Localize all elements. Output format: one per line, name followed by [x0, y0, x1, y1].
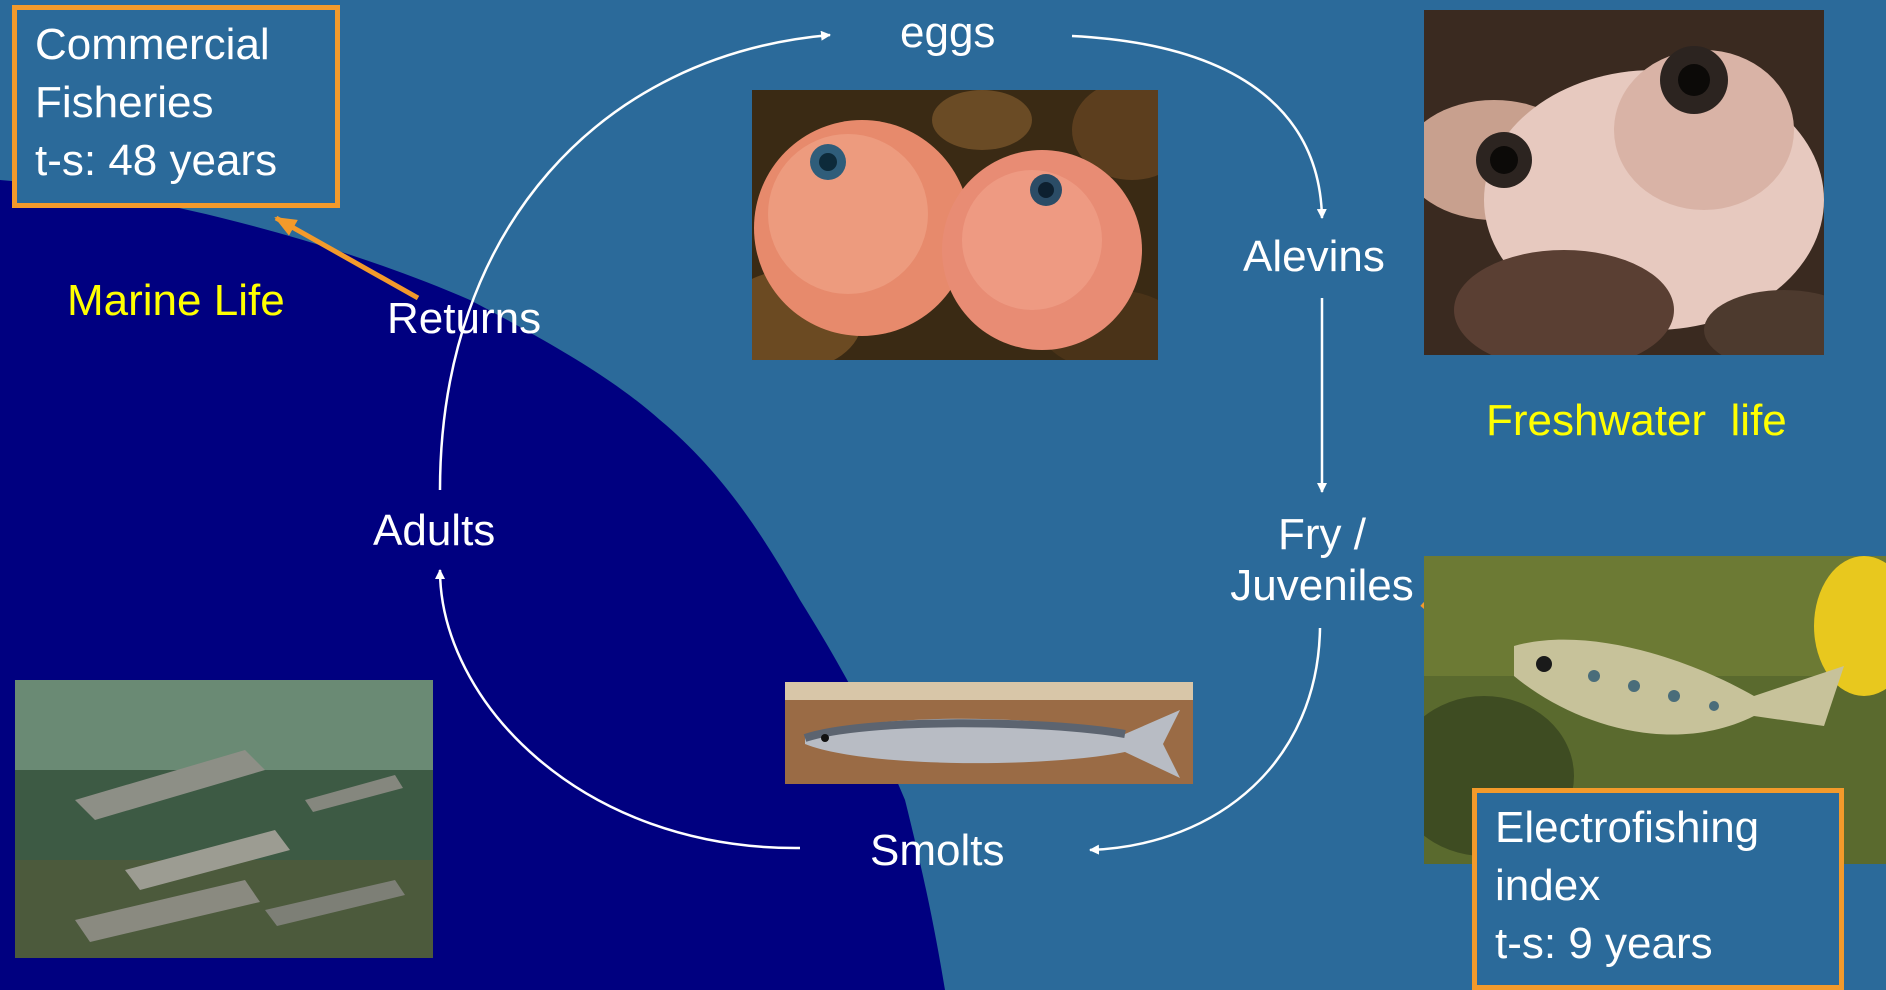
stage-returns: Returns — [387, 294, 541, 345]
stage-smolts: Smolts — [870, 826, 1004, 877]
zone-freshwater-life: Freshwater life — [1486, 396, 1787, 447]
eggs-photo — [752, 90, 1158, 360]
stage-fry-line1: Fry / — [1218, 510, 1426, 561]
smolt-photo — [785, 682, 1193, 784]
stage-adults: Adults — [373, 506, 495, 557]
commercial-line3: t-s: 48 years — [35, 132, 317, 190]
electro-line2: index — [1495, 857, 1821, 915]
alevins-photo — [1424, 10, 1824, 355]
commercial-line2: Fisheries — [35, 74, 317, 132]
stage-fry: Fry / Juveniles — [1218, 510, 1426, 611]
electro-line3: t-s: 9 years — [1495, 915, 1821, 973]
stage-eggs: eggs — [900, 8, 995, 59]
commercial-fisheries-box: Commercial Fisheries t-s: 48 years — [12, 5, 340, 208]
commercial-line1: Commercial — [35, 16, 317, 74]
electro-line1: Electrofishing — [1495, 799, 1821, 857]
adults-photo — [15, 680, 433, 958]
zone-marine-life: Marine Life — [67, 276, 285, 327]
stage-fry-line2: Juveniles — [1218, 561, 1426, 612]
electrofishing-index-box: Electrofishing index t-s: 9 years — [1472, 788, 1844, 990]
stage-alevins: Alevins — [1243, 232, 1385, 283]
